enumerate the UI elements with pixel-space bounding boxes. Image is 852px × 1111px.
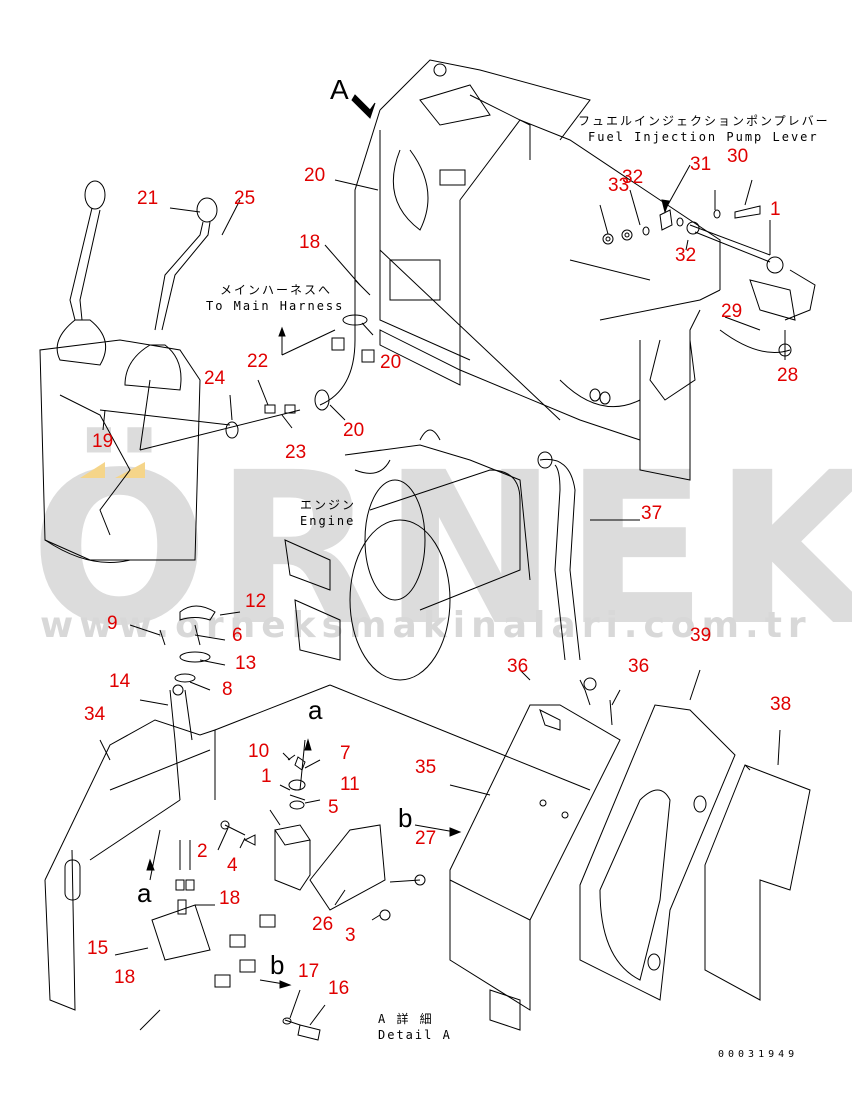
callout-26: 26 [312, 914, 334, 935]
callout-27: 27 [415, 828, 437, 849]
engine-filter [284, 429, 581, 681]
callout-36: 36 [628, 656, 650, 677]
callout-21: 21 [137, 188, 159, 209]
callout-18: 18 [219, 888, 241, 909]
callout-37: 37 [641, 503, 663, 524]
callout-2: 2 [197, 841, 208, 862]
harness-connectors [225, 280, 375, 439]
pump-lever-linkage [569, 205, 816, 357]
callout-20: 20 [343, 420, 365, 441]
note-detail-en: Detail A [378, 1028, 452, 1042]
watermark-brand: ÖRNEK [30, 427, 852, 672]
view-marker-a: A [330, 74, 349, 105]
bracket-34 [44, 684, 591, 1011]
callout-12: 12 [245, 591, 267, 612]
callout-34: 34 [84, 704, 106, 725]
control-levers [39, 180, 301, 563]
document-number: 00031949 [718, 1049, 799, 1060]
callout-14: 14 [109, 671, 131, 692]
callout-32: 32 [675, 245, 697, 266]
callout-13: 13 [235, 653, 257, 674]
callout-6: 6 [232, 625, 243, 646]
note-engine-en: Engine [300, 514, 356, 528]
watermark-url: www.orneksmakinalari.com.tr [40, 605, 812, 646]
callout-36: 36 [507, 656, 529, 677]
note-detail-jp: A 詳 細 [378, 1012, 434, 1026]
callout-35: 35 [415, 757, 437, 778]
callout-3: 3 [345, 925, 356, 946]
note-engine-jp: エンジン [300, 498, 357, 512]
callout-39: 39 [690, 625, 712, 646]
fuel-tank-assembly [354, 59, 721, 481]
covers [449, 669, 811, 1031]
callout-1: 1 [261, 766, 272, 787]
callout-17: 17 [298, 961, 320, 982]
callout-23: 23 [285, 442, 307, 463]
callout-16: 16 [328, 978, 350, 999]
callout-22: 22 [247, 351, 269, 372]
callout-32: 32 [622, 167, 644, 188]
solenoid-assembly [139, 605, 426, 1041]
note-fuel-pump-en: Fuel Injection Pump Lever [588, 130, 819, 144]
callout-20: 20 [304, 165, 326, 186]
callout-29: 29 [721, 301, 743, 322]
callout-28: 28 [777, 365, 799, 386]
note-main-harness-jp: メインハーネスへ [220, 283, 333, 297]
view-arrow [351, 94, 376, 119]
callout-25: 25 [234, 188, 256, 209]
callout-5: 5 [328, 797, 339, 818]
callout-9: 9 [107, 613, 118, 634]
callout-20: 20 [380, 352, 402, 373]
callout-1: 1 [770, 199, 781, 220]
callout-7: 7 [340, 743, 351, 764]
note-fuel-pump-jp: フュエルインジェクションポンプレバー [578, 114, 830, 128]
subref-b-bottom: b [270, 950, 285, 980]
callout-10: 10 [248, 741, 270, 762]
callout-18: 18 [299, 232, 321, 253]
callout-19: 19 [92, 431, 114, 452]
callout-15: 15 [87, 938, 109, 959]
callout-8: 8 [222, 679, 233, 700]
callout-18: 18 [114, 967, 136, 988]
watermark-accent-left [80, 462, 105, 478]
subref-a-top: a [308, 695, 323, 725]
leader-lines [99, 164, 786, 1026]
note-main-harness-en: To Main Harness [206, 299, 345, 313]
callout-30: 30 [727, 146, 749, 167]
callout-4: 4 [227, 855, 238, 876]
callout-11: 11 [340, 774, 360, 795]
callout-31: 31 [690, 154, 712, 175]
subref-a-bottom: a [137, 878, 152, 908]
callout-33: 33 [608, 175, 630, 196]
callout-38: 38 [770, 694, 792, 715]
callout-24: 24 [204, 368, 226, 389]
subref-b-mid: b [398, 803, 413, 833]
